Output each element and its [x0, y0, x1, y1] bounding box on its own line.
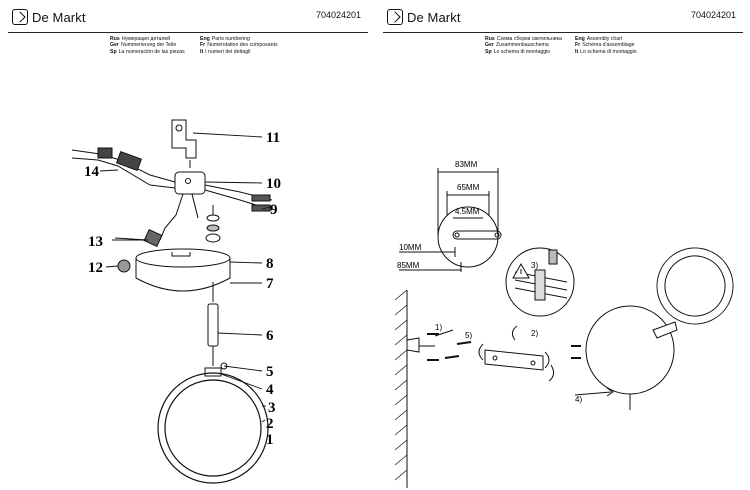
part-label-4: 4 — [266, 382, 274, 398]
part-label-12: 12 — [88, 260, 103, 276]
part-label-13: 13 — [88, 234, 103, 250]
article-code: 704024201 — [690, 10, 736, 20]
header-divider — [383, 32, 743, 33]
part-label-14: 14 — [84, 164, 100, 180]
part-label-9: 9 — [270, 202, 278, 218]
dimension-hole-offset: 4.5MM — [455, 207, 480, 216]
dimension-inner: 65MM — [457, 183, 480, 192]
exploded-parts-diagram: 11 10 9 8 7 6 5 4 3 2 1 14 13 12 — [71, 119, 281, 484]
step-2-label: 2) — [531, 329, 538, 338]
brand-name: De Markt — [32, 9, 86, 25]
part-label-3: 3 — [268, 400, 276, 416]
article-code: 704024201 — [315, 10, 361, 20]
brand-name: De Markt — [407, 9, 461, 25]
dimension-outer: 83MM — [455, 160, 478, 169]
dimension-depth: 10MM — [399, 243, 422, 252]
part-label-5: 5 — [266, 364, 274, 380]
assembly-diagram: 83MM 65MM 4.5MM 10MM 85MM 1) 2) 3) 4) 5) — [394, 160, 734, 488]
brand-logo: De Markt — [12, 8, 86, 26]
dimension-height: 85MM — [397, 261, 420, 270]
step-4-label: 4) — [575, 395, 582, 404]
part-label-10: 10 — [266, 176, 281, 192]
brand-mark-icon — [12, 9, 28, 25]
header-divider — [8, 32, 368, 33]
step-5-label: 5) — [465, 331, 472, 340]
step-3-label: 3) — [531, 261, 538, 270]
part-label-1: 1 — [266, 432, 274, 448]
brand-logo: De Markt — [387, 8, 461, 26]
part-label-11: 11 — [266, 130, 280, 146]
step-1-label: 1) — [435, 323, 442, 332]
brand-mark-icon — [387, 9, 403, 25]
part-label-6: 6 — [266, 328, 274, 344]
part-label-7: 7 — [266, 276, 274, 292]
part-label-8: 8 — [266, 256, 274, 272]
part-label-2: 2 — [266, 416, 274, 432]
